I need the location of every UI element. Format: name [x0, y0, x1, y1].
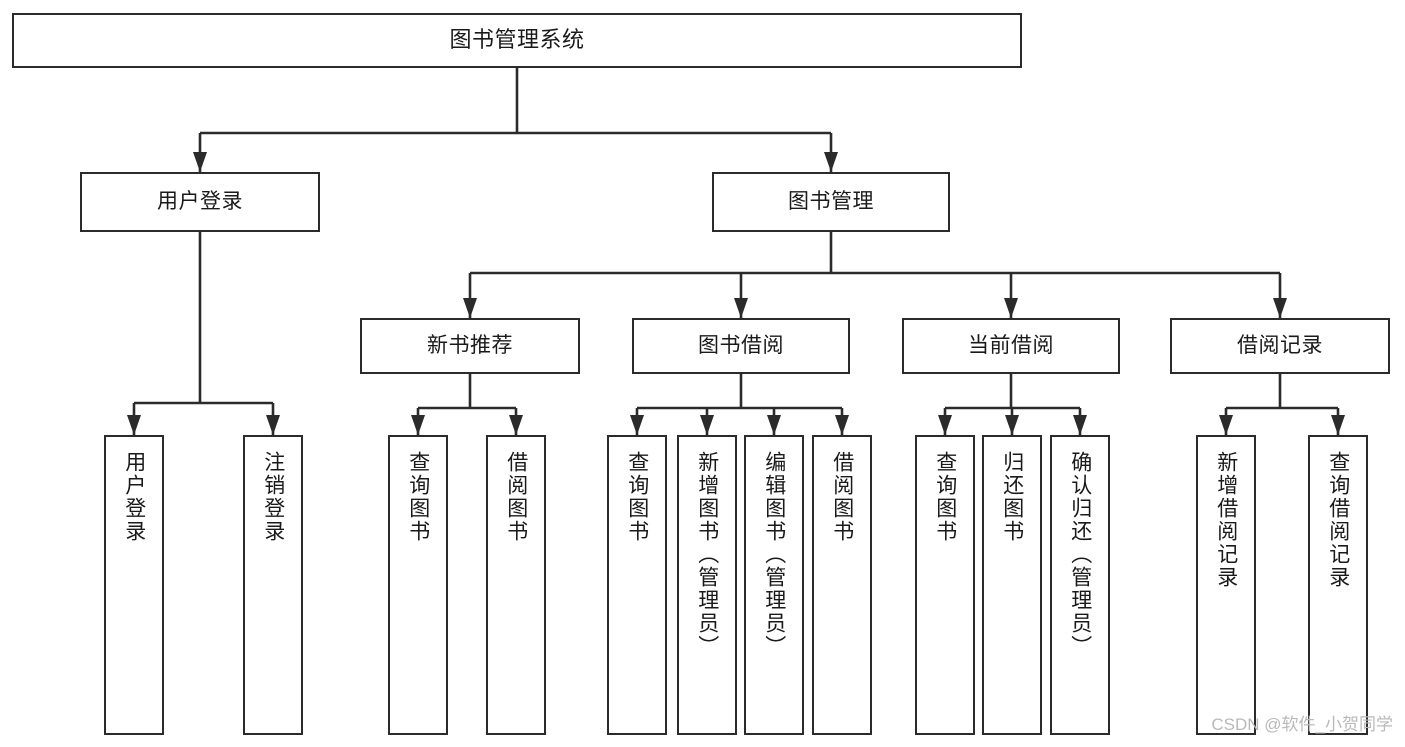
node-label: 借阅记录: [1237, 334, 1323, 358]
node-leaf-3[interactable]: 查询图书: [388, 435, 448, 735]
arrowhead-icon: [824, 152, 838, 172]
node-label: 查询借阅记录: [1326, 451, 1350, 589]
node-root[interactable]: 图书管理系统: [12, 13, 1022, 68]
arrowhead-icon: [127, 415, 141, 435]
node-label: 新增图书（管理员）: [695, 451, 719, 658]
node-leaf-12[interactable]: 新增借阅记录: [1196, 435, 1256, 735]
node-leaf-9[interactable]: 查询图书: [915, 435, 975, 735]
node-borrow[interactable]: 图书借阅: [632, 318, 850, 374]
arrowhead-icon: [700, 415, 714, 435]
arrowhead-icon: [1331, 415, 1345, 435]
node-leaf-8[interactable]: 借阅图书: [812, 435, 872, 735]
arrowhead-icon: [630, 415, 644, 435]
arrowhead-icon: [1005, 415, 1019, 435]
arrowhead-icon: [193, 152, 207, 172]
arrowhead-icon: [411, 415, 425, 435]
node-label: 查询图书: [933, 451, 957, 543]
arrowhead-icon: [734, 298, 748, 318]
node-label: 图书管理: [788, 190, 874, 214]
node-label: 用户登录: [157, 190, 243, 214]
node-label: 新增借阅记录: [1214, 451, 1238, 589]
node-label: 归还图书: [1000, 451, 1024, 543]
node-records[interactable]: 借阅记录: [1170, 318, 1390, 374]
node-newbooks[interactable]: 新书推荐: [360, 318, 580, 374]
node-leaf-1[interactable]: 用户登录: [104, 435, 164, 735]
node-label: 查询图书: [625, 451, 649, 543]
node-current[interactable]: 当前借阅: [902, 318, 1120, 374]
arrowhead-icon: [835, 415, 849, 435]
node-label: 借阅图书: [504, 451, 528, 543]
node-bookmgmt[interactable]: 图书管理: [712, 172, 950, 232]
node-label: 查询图书: [406, 451, 430, 543]
node-leaf-7[interactable]: 编辑图书（管理员）: [744, 435, 804, 735]
node-login[interactable]: 用户登录: [80, 172, 320, 232]
arrowhead-icon: [1219, 415, 1233, 435]
arrowhead-icon: [1004, 298, 1018, 318]
node-leaf-10[interactable]: 归还图书: [982, 435, 1042, 735]
arrowhead-icon: [509, 415, 523, 435]
node-label: 借阅图书: [830, 451, 854, 543]
node-label: 图书管理系统: [449, 27, 585, 53]
node-label: 用户登录: [122, 451, 146, 543]
node-leaf-6[interactable]: 新增图书（管理员）: [677, 435, 737, 735]
node-label: 新书推荐: [427, 334, 513, 358]
node-label: 图书借阅: [698, 334, 784, 358]
node-label: 注销登录: [261, 451, 285, 543]
arrowhead-icon: [463, 298, 477, 318]
arrowhead-icon: [266, 415, 280, 435]
node-leaf-13[interactable]: 查询借阅记录: [1308, 435, 1368, 735]
node-label: 当前借阅: [968, 334, 1054, 358]
arrowhead-icon: [938, 415, 952, 435]
arrowhead-icon: [1073, 415, 1087, 435]
node-leaf-5[interactable]: 查询图书: [607, 435, 667, 735]
node-label: 编辑图书（管理员）: [762, 451, 786, 658]
node-leaf-2[interactable]: 注销登录: [243, 435, 303, 735]
arrowhead-icon: [1273, 298, 1287, 318]
node-leaf-11[interactable]: 确认归还（管理员）: [1050, 435, 1110, 735]
arrowhead-icon: [767, 415, 781, 435]
node-label: 确认归还（管理员）: [1068, 451, 1092, 658]
node-leaf-4[interactable]: 借阅图书: [486, 435, 546, 735]
